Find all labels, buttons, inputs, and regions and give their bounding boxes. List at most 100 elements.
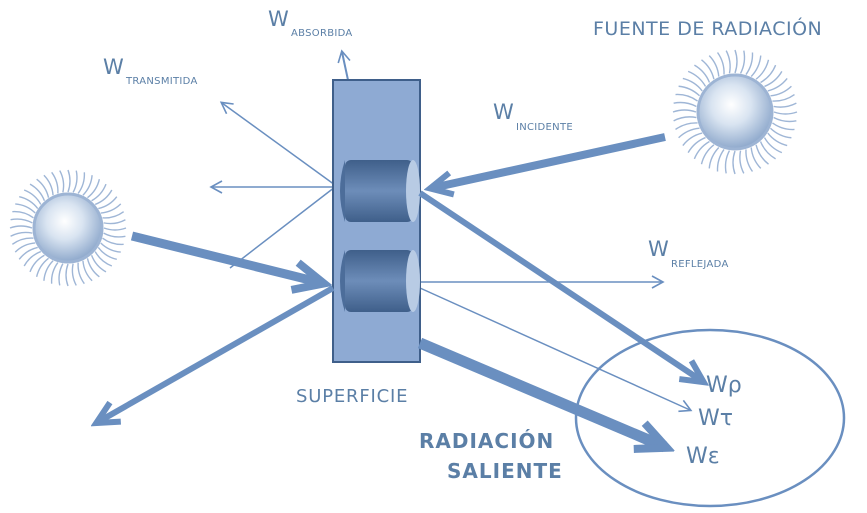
- transmitted-arrow-diagonal: [219, 101, 336, 186]
- sun-ray: [91, 183, 107, 202]
- left-sun-rays: [9, 169, 127, 287]
- sun-ray: [23, 189, 42, 205]
- sun-ray: [82, 175, 93, 196]
- sun-ray: [734, 49, 738, 74]
- sun-ray: [102, 211, 125, 219]
- sun-ray: [682, 77, 703, 92]
- sun-ray: [745, 149, 754, 172]
- sun-ray: [769, 127, 792, 139]
- left-sun-icon: [9, 169, 127, 287]
- sun-ray: [59, 170, 65, 193]
- incident-w-text: W: [493, 100, 514, 124]
- sun-ray: [103, 232, 126, 238]
- sun-ray: [678, 85, 701, 97]
- sun-ray: [72, 170, 78, 193]
- sun-ray: [10, 231, 33, 237]
- sun-ray: [675, 122, 698, 131]
- absorbed-w-text: W: [268, 7, 289, 31]
- thick-arrows: [98, 133, 702, 447]
- sun-ray: [19, 195, 39, 209]
- sun-ray: [682, 132, 703, 146]
- sun-ray: [86, 258, 100, 278]
- sun-ray: [739, 150, 745, 174]
- sun-ray: [10, 218, 33, 224]
- source-sun-rays: [672, 49, 798, 175]
- label-absorbed: W ABSORBIDA: [268, 7, 353, 39]
- label-transmitted: W TRANSMITIDA: [103, 55, 198, 87]
- outgoing-label-line2: SALIENTE: [447, 459, 563, 483]
- sun-ray: [772, 122, 795, 131]
- sun-ray: [67, 169, 71, 193]
- sun-ray: [98, 196, 118, 210]
- sun-ray: [9, 225, 33, 229]
- sun-ray: [772, 93, 795, 102]
- sun-ray: [687, 136, 706, 153]
- scatter-line: [229, 186, 336, 269]
- sun-ray: [43, 260, 54, 281]
- w-tau-label: Wτ: [698, 406, 733, 431]
- sun-ray: [90, 254, 107, 273]
- sun-ray: [100, 242, 121, 253]
- sun-ray: [15, 203, 36, 214]
- transmitted-w-text: W: [103, 55, 124, 79]
- sun-ray: [12, 210, 34, 219]
- sun-ray: [673, 116, 697, 122]
- absorbed-sub-text: ABSORBIDA: [291, 28, 353, 39]
- sun-ray: [14, 242, 36, 253]
- sun-ray: [29, 183, 46, 202]
- sun-ray: [678, 127, 700, 139]
- sun-ray: [77, 262, 85, 285]
- sun-ray: [693, 140, 710, 160]
- transmitted-to-wtau-arrow: [419, 287, 693, 413]
- transmitted-sub-text: TRANSMITIDA: [125, 76, 198, 87]
- source-title: FUENTE DE RADIACIÓN: [593, 16, 822, 40]
- bottom-left-arrow: [98, 285, 335, 422]
- outgoing-label-line1: RADIACIÓN: [419, 429, 554, 453]
- sun-ray: [51, 171, 59, 194]
- sun-ray: [763, 137, 783, 154]
- sun-ray: [755, 59, 770, 80]
- sun-ray: [739, 50, 746, 74]
- surface-label: SUPERFICIE: [296, 386, 408, 407]
- sun-ray: [103, 219, 126, 225]
- sun-ray: [755, 144, 769, 165]
- sun-ray: [94, 251, 113, 267]
- sun-ray: [694, 64, 711, 83]
- w-eps-label: Wε: [686, 444, 720, 469]
- reflected-sub-text: REFLEJADA: [671, 259, 729, 270]
- sun-ray: [759, 141, 776, 160]
- sun-ray: [58, 263, 64, 286]
- sun-ray: [675, 93, 698, 102]
- upper-cylinder: [340, 160, 420, 222]
- sun-ray: [673, 101, 697, 108]
- sun-ray: [764, 71, 783, 88]
- label-incident: W INCIDENTE: [493, 100, 573, 133]
- incident-sub-text: INCIDENTE: [516, 122, 573, 133]
- thin-arrows: [209, 49, 693, 413]
- surface-block: [332, 79, 421, 363]
- sun-ray: [102, 237, 124, 246]
- incident-arrow: [432, 133, 666, 188]
- sun-ray: [701, 59, 715, 80]
- sun-ray: [708, 55, 720, 77]
- sun-ray: [773, 116, 797, 123]
- sun-ray: [773, 111, 798, 115]
- sun-ray: [767, 78, 788, 92]
- sun-ray: [750, 147, 762, 169]
- sun-ray: [94, 189, 113, 206]
- left-incident-arrow: [130, 231, 322, 283]
- sun-ray: [767, 132, 788, 147]
- sun-ray: [100, 203, 122, 214]
- label-reflected: W REFLEJADA: [648, 237, 729, 270]
- sun-ray: [36, 178, 50, 198]
- sun-ray: [82, 260, 93, 282]
- sun-ray: [732, 150, 736, 175]
- sun-ray: [71, 263, 77, 286]
- sun-ray: [724, 150, 731, 174]
- sun-ray: [716, 149, 725, 172]
- sun-ray: [770, 85, 792, 97]
- sun-ray: [11, 237, 34, 245]
- sun-ray: [708, 146, 720, 169]
- sun-ray: [65, 263, 69, 287]
